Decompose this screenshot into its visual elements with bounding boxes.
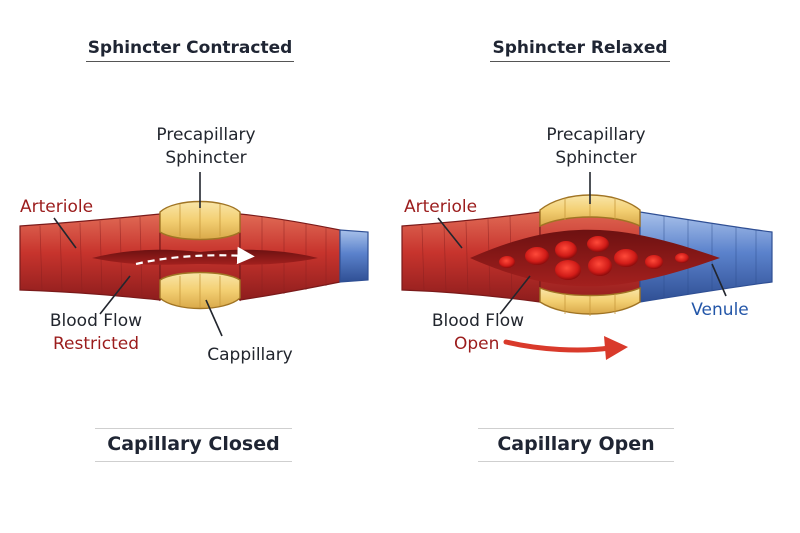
rbc [525,247,549,265]
rbc [614,249,638,267]
left-panel-title-text: Sphincter Contracted [85,38,295,62]
rbc [555,260,581,280]
rbc [587,236,609,252]
right-panel-title: Sphincter Relaxed [450,38,710,64]
right-vessel [401,194,773,316]
left-panel-footer: Capillary Closed [95,428,292,462]
left-restricted-flow-arrow [135,246,255,266]
right-blood-flow-label: Blood Flow [432,311,524,331]
rbc [588,256,612,276]
rbc [645,255,663,269]
left-sphincter-label-2: Sphincter [165,148,246,168]
rbc [675,253,689,263]
left-capillary-label: Cappillary [207,345,293,365]
left-lumen [92,249,318,265]
right-venule-label: Venule [691,300,749,320]
right-open-flow-arrowhead [604,336,628,360]
rbc [555,241,577,259]
rbc [499,256,515,268]
left-panel-title: Sphincter Contracted [60,38,320,64]
left-blood-flow-label: Blood Flow [50,311,142,331]
right-panel-footer: Capillary Open [478,428,674,462]
left-vessel [19,200,369,310]
right-open-flow-arrow [503,339,613,353]
right-panel-title-text: Sphincter Relaxed [490,38,670,62]
left-restricted-label: Restricted [53,334,139,354]
right-sphincter-label-1: Precapillary [546,125,645,145]
left-arteriole-label: Arteriole [20,197,93,217]
right-open-label: Open [454,334,499,354]
right-arteriole-label: Arteriole [404,197,477,217]
left-venule-segment [339,229,369,283]
right-leader-lines [437,172,727,315]
left-sphincter-label-1: Precapillary [156,125,255,145]
right-sphincter-label-2: Sphincter [555,148,636,168]
left-leader-lines [53,172,223,337]
right-red-blood-cells [499,236,689,280]
